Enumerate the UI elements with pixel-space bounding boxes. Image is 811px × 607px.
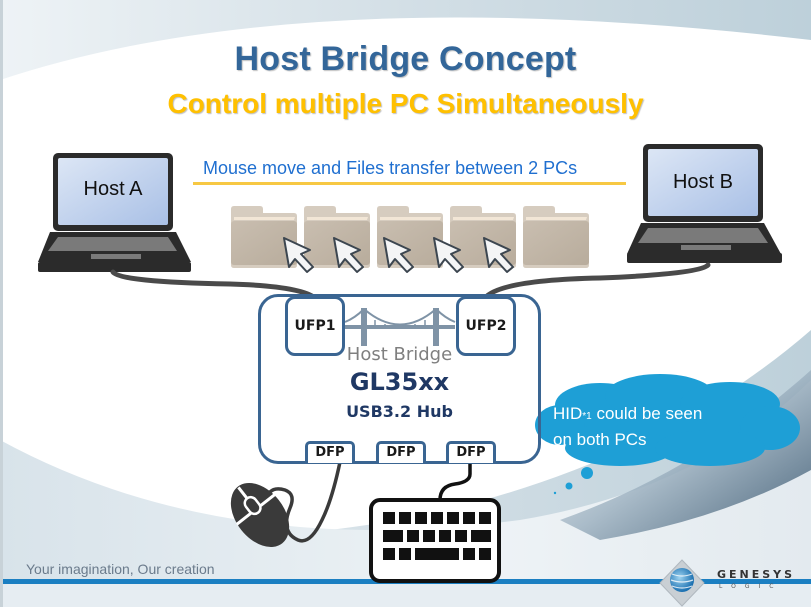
footer-tagline: Your imagination, Our creation [26,561,215,577]
ufp1-port: UFP1 [285,296,345,356]
slide-title: Host Bridge Concept [234,40,577,78]
callout-text: HID*1 could be seen on both PCs [553,402,773,451]
ufp2-port: UFP2 [456,296,516,356]
host-bridge-label: Host Bridge [346,344,453,365]
dfp-port-3: DFP [446,441,496,463]
logo-name: GENESYS [717,568,796,581]
dfp-port-1: DFP [305,441,355,463]
chip-model-label: GL35xx [349,368,450,396]
footer-bar [0,579,811,584]
logo-subtext: LOGIC [719,583,783,590]
hub-type-label: USB3.2 Hub [346,402,453,421]
host-b-label: Host B [672,171,734,193]
callout-hid: HID [553,404,583,423]
host-a-label: Host A [83,178,143,200]
dfp-port-2: DFP [376,441,426,463]
slide-subtitle: Control multiple PC Simultaneously [167,88,644,119]
caption-underline [193,182,626,185]
transfer-caption: Mouse move and Files transfer between 2 … [203,158,578,178]
callout-footnote: *1 [582,411,592,422]
callout-line1: could be seen [591,404,703,423]
callout-line2: on both PCs [553,430,647,449]
